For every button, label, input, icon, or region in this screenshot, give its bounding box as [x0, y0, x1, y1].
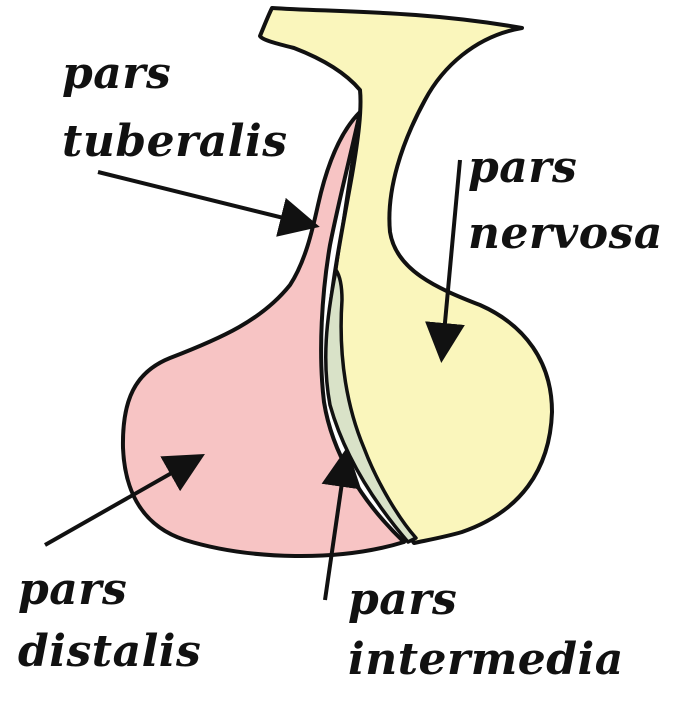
tuberalis-arrow: [98, 172, 312, 225]
label-tuberalis-line2: tuberalis: [62, 120, 287, 164]
label-distalis-line2: distalis: [18, 630, 201, 674]
label-nervosa-line1: pars: [468, 146, 577, 190]
label-intermedia-line1: pars: [348, 578, 457, 622]
label-nervosa-line2: nervosa: [468, 212, 663, 256]
label-tuberalis-line1: pars: [62, 52, 171, 96]
label-intermedia-line2: intermedia: [348, 638, 624, 682]
label-distalis-line1: pars: [18, 568, 127, 612]
